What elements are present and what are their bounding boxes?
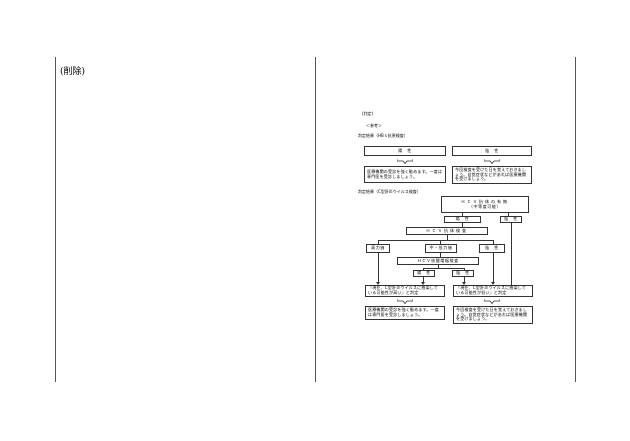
rna-pos-arrowhead bbox=[421, 282, 425, 285]
not-infected-message-box: 『現在、C型肝炎ウイルスに感染している可能性が低い』と判定 bbox=[453, 285, 533, 297]
branch-neg bbox=[493, 240, 494, 244]
rna-negative-label: 陰 性 bbox=[456, 270, 470, 276]
not-infected-advice-arrow bbox=[484, 299, 500, 304]
hbs-positive-result: 医療機関の受診を強く勧めます。一度は専門医を受診しましょう。 bbox=[364, 166, 446, 183]
rna-positive-label: 陽 性 bbox=[417, 270, 431, 276]
neg-down-arrowhead bbox=[491, 282, 495, 285]
deleted-label: (削除) bbox=[60, 67, 86, 77]
titer-negative-box: 陰 性 bbox=[479, 244, 505, 253]
high-down-line bbox=[378, 253, 379, 283]
antibody-stem-right bbox=[508, 213, 509, 216]
infected-advice-arrow bbox=[397, 299, 413, 304]
rna-positive-box: 陽 性 bbox=[413, 270, 435, 277]
hbs-caption: 判定結果（HBｓ抗原検査） bbox=[358, 133, 408, 138]
titer-branch bbox=[378, 240, 493, 241]
hcv-titer-test-box: ＨＣＶ抗体検査 bbox=[406, 227, 488, 235]
infected-message-box: 『現在、C型肝炎ウイルスに感染している可能性が高い』と判定 bbox=[365, 285, 445, 297]
left-margin-rule bbox=[55, 57, 56, 382]
rna-branch-right bbox=[464, 268, 465, 270]
hbs-positive-arrow bbox=[397, 159, 413, 164]
hcv-rna-test-box: ＨＣＶ核酸増幅検査 bbox=[397, 257, 479, 265]
hbs-positive-box: 陽 性 bbox=[364, 146, 446, 156]
rna-negative-box: 陰 性 bbox=[452, 270, 474, 277]
negative-long-line bbox=[511, 223, 512, 286]
rna-branch bbox=[423, 268, 464, 269]
infected-advice-box: 医療機関の受診を強く勧めます。一度は専門医を受診しましょう。 bbox=[365, 306, 445, 320]
hcv-caption: 判定結果（C型肝炎ウイルス検査） bbox=[358, 189, 421, 194]
mid-down-line bbox=[440, 253, 441, 257]
branch-mid bbox=[440, 240, 441, 244]
neg-down-line bbox=[493, 253, 494, 283]
reference-label: ＜参考＞ bbox=[366, 123, 382, 128]
titer-high-box: 高力価 bbox=[366, 244, 390, 253]
center-divider-rule bbox=[315, 57, 316, 382]
antibody-stem bbox=[462, 213, 463, 216]
titer-negative-label: 陰 性 bbox=[485, 245, 499, 251]
not-infected-advice-box: 今回検査を受けた日を覚えておきましょう。自覚症状などがあれば医療機関を受けましょ… bbox=[453, 306, 533, 324]
rna-neg-down bbox=[464, 277, 465, 283]
hcv-positive-box: 陽 性 bbox=[444, 216, 481, 223]
infected-message-text: 『現在、C型肝炎ウイルスに感染している可能性が高い』と判定 bbox=[368, 285, 439, 295]
hcv-antibody-sub: （中等度可能） bbox=[468, 203, 502, 209]
titer-mid-low-box: 中・低力価 bbox=[425, 244, 457, 253]
hcv-antibody-box: ＨＣＶ抗体の有無 （中等度可能） bbox=[441, 196, 529, 213]
infected-advice-text: 医療機関の受診を強く勧めます。一度は専門医を受診しましょう。 bbox=[368, 307, 439, 317]
rna-neg-arrowhead bbox=[462, 282, 466, 285]
judgement-header: (判定) bbox=[362, 111, 374, 116]
hbs-negative-arrow bbox=[484, 159, 500, 164]
hcv-positive-label: 陽 性 bbox=[455, 216, 470, 222]
hbs-positive-label: 陽 性 bbox=[398, 147, 412, 153]
rna-stem bbox=[438, 265, 439, 268]
hcv-rna-test-label: ＨＣＶ核酸増幅検査 bbox=[417, 257, 459, 263]
hbs-negative-box: 陰 性 bbox=[452, 146, 532, 156]
hcv-titer-test-label: ＨＣＶ抗体検査 bbox=[426, 227, 468, 233]
hbs-positive-result-text: 医療機関の受診を強く勧めます。一度は専門医を受診しましょう。 bbox=[367, 168, 443, 179]
positive-down-line bbox=[462, 223, 463, 227]
titer-high-label: 高力価 bbox=[371, 245, 385, 251]
right-margin-rule bbox=[575, 57, 576, 382]
titer-stem bbox=[447, 235, 448, 240]
not-infected-message-text: 『現在、C型肝炎ウイルスに感染している可能性が低い』と判定 bbox=[456, 285, 527, 295]
titer-mid-low-label: 中・低力価 bbox=[429, 245, 453, 251]
hbs-negative-result-text: 今回検査を受けた日を覚えておきましょう。自覚症状などがあれば医療機関を受けましょ… bbox=[455, 166, 527, 182]
high-down-arrowhead bbox=[376, 282, 380, 285]
rna-pos-down bbox=[423, 277, 424, 283]
not-infected-advice-text: 今回検査を受けた日を覚えておきましょう。自覚症状などがあれば医療機関を受けましょ… bbox=[456, 306, 528, 322]
hbs-negative-result: 今回検査を受けた日を覚えておきましょう。自覚症状などがあれば医療機関を受けましょ… bbox=[452, 166, 532, 184]
rna-branch-left bbox=[423, 268, 424, 270]
branch-high bbox=[378, 240, 379, 244]
hcv-negative-label: 陰 性 bbox=[504, 216, 518, 222]
hbs-negative-label: 陰 性 bbox=[485, 147, 499, 153]
hcv-negative-box: 陰 性 bbox=[500, 216, 522, 223]
hcv-antibody-title: ＨＣＶ抗体の有無 bbox=[461, 198, 509, 204]
